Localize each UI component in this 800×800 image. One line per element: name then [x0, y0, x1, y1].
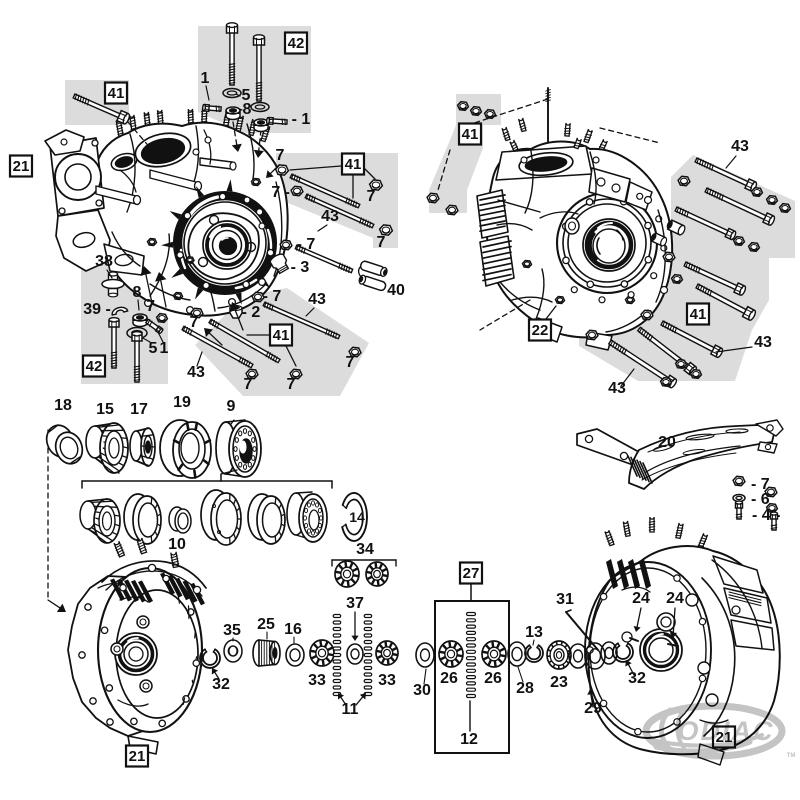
svg-text:21: 21 — [129, 748, 146, 765]
svg-text:29: 29 — [584, 700, 602, 717]
svg-text:14: 14 — [349, 509, 365, 525]
svg-text:- 6: - 6 — [751, 491, 770, 508]
svg-text:7: 7 — [276, 147, 285, 164]
svg-text:1: 1 — [160, 340, 169, 357]
svg-text:41: 41 — [273, 327, 290, 344]
svg-text:43: 43 — [187, 364, 205, 381]
svg-text:31: 31 — [556, 591, 574, 608]
svg-text:13: 13 — [525, 624, 543, 641]
svg-text:7 -: 7 - — [271, 184, 290, 201]
svg-text:20: 20 — [658, 434, 676, 451]
svg-text:1: 1 — [201, 70, 210, 87]
svg-text:7: 7 — [377, 234, 386, 251]
svg-text:41: 41 — [345, 156, 362, 173]
svg-text:43: 43 — [731, 138, 749, 155]
svg-text:43: 43 — [321, 208, 339, 225]
svg-text:12: 12 — [460, 731, 478, 748]
svg-text:TM: TM — [787, 753, 796, 759]
svg-text:41: 41 — [690, 306, 707, 323]
svg-text:21: 21 — [13, 158, 30, 175]
svg-text:17: 17 — [130, 401, 148, 418]
svg-text:42: 42 — [288, 35, 305, 52]
svg-text:7: 7 — [190, 314, 199, 331]
svg-text:- 7: - 7 — [263, 288, 282, 305]
svg-text:41: 41 — [462, 126, 479, 143]
svg-text:- 3: - 3 — [291, 259, 310, 276]
svg-text:32: 32 — [212, 676, 230, 693]
svg-text:15: 15 — [96, 401, 114, 418]
svg-text:34: 34 — [356, 541, 374, 558]
svg-text:33: 33 — [378, 672, 396, 689]
svg-text:41: 41 — [108, 85, 125, 102]
svg-text:28: 28 — [516, 680, 534, 697]
svg-text:7: 7 — [346, 354, 355, 371]
svg-text:39 -: 39 - — [83, 301, 111, 318]
svg-text:9: 9 — [227, 398, 236, 415]
svg-text:24: 24 — [632, 590, 650, 607]
svg-text:27: 27 — [463, 565, 480, 582]
svg-text:25: 25 — [257, 616, 275, 633]
svg-text:7: 7 — [146, 298, 155, 315]
svg-text:24: 24 — [666, 590, 684, 607]
svg-text:33: 33 — [308, 672, 326, 689]
svg-text:5: 5 — [149, 340, 158, 357]
svg-text:ODIAC: ODIAC — [678, 716, 775, 746]
svg-text:18: 18 — [54, 397, 72, 414]
svg-text:30: 30 — [413, 682, 431, 699]
svg-text:38: 38 — [95, 253, 113, 270]
svg-text:23: 23 — [550, 674, 568, 691]
svg-text:- 1: - 1 — [292, 111, 311, 128]
svg-text:40: 40 — [387, 282, 405, 299]
svg-text:- 2: - 2 — [242, 304, 261, 321]
svg-text:35: 35 — [223, 622, 241, 639]
svg-text:19: 19 — [173, 394, 191, 411]
svg-text:7: 7 — [244, 376, 253, 393]
svg-text:42: 42 — [86, 358, 103, 375]
svg-text:16: 16 — [284, 621, 302, 638]
svg-text:8: 8 — [243, 101, 252, 118]
svg-text:- 7: - 7 — [751, 476, 770, 493]
svg-text:10: 10 — [168, 536, 186, 553]
svg-text:43: 43 — [608, 380, 626, 397]
svg-text:22: 22 — [532, 322, 549, 339]
svg-text:11: 11 — [342, 701, 359, 718]
svg-text:32: 32 — [628, 670, 646, 687]
svg-text:7: 7 — [287, 376, 296, 393]
svg-text:5: 5 — [242, 87, 251, 104]
svg-text:43: 43 — [754, 334, 772, 351]
svg-text:7: 7 — [367, 188, 376, 205]
svg-text:8: 8 — [133, 284, 142, 301]
svg-text:26: 26 — [484, 670, 502, 687]
svg-text:43: 43 — [308, 291, 326, 308]
svg-text:37: 37 — [346, 595, 364, 612]
svg-text:26: 26 — [440, 670, 458, 687]
